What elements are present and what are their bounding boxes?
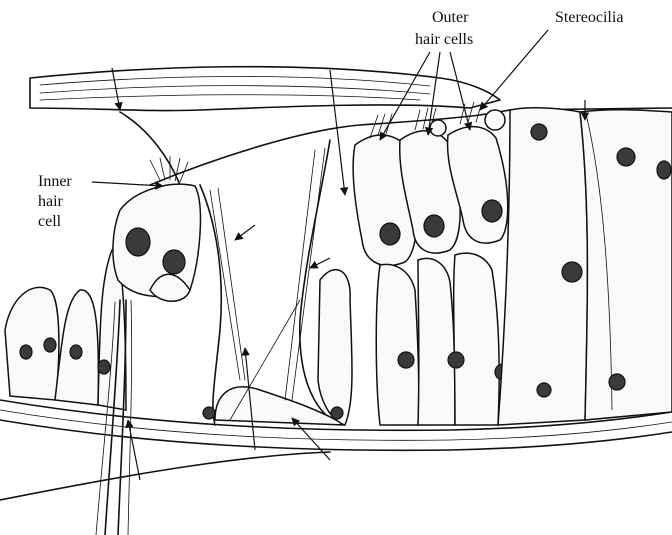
hensen-cells (498, 108, 672, 425)
inner-hair-cell (113, 156, 201, 301)
pillar-fibers (210, 148, 325, 420)
tunnel-of-corti (200, 140, 352, 425)
stereocilia-label: Stereocilia (555, 9, 623, 26)
outer-hair-cells (353, 102, 508, 266)
outer-hair-cells-label-line1: Outer (432, 9, 469, 26)
inner-hair-cell-label-line2: hair (38, 193, 64, 210)
deiters-cells (376, 253, 511, 425)
outer-hair-cells-label-line2: hair cells (415, 31, 473, 48)
inner-hair-cell-label-line3: cell (38, 213, 62, 230)
inner-hair-cell-label-line1: Inner (38, 173, 72, 190)
supporting-cells-left (5, 250, 126, 410)
